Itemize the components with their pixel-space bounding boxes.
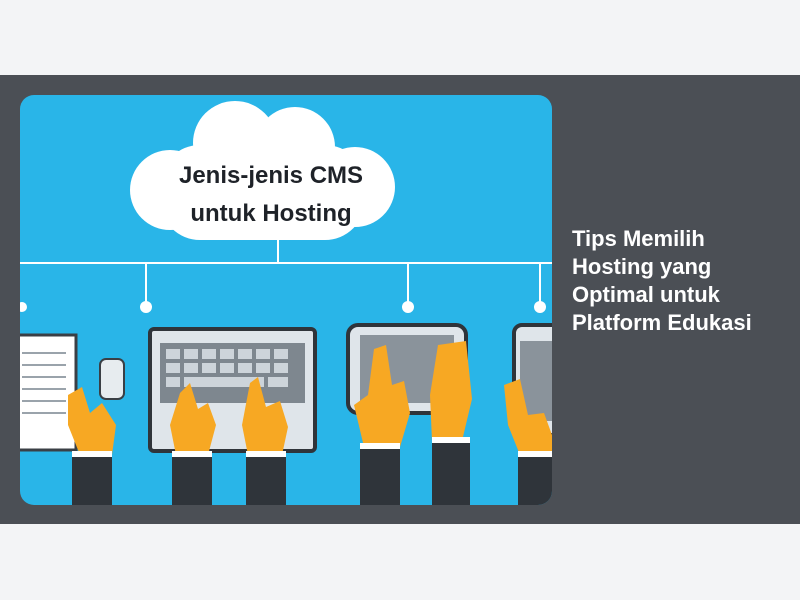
- hand-icon: [430, 341, 472, 505]
- article-thumbnail[interactable]: Jenis-jenis CMS untuk Hosting: [20, 95, 552, 505]
- hand-icon: [170, 383, 216, 505]
- hand-icon: [354, 345, 410, 505]
- hand-icon: [242, 377, 288, 505]
- cloud-icon: [130, 101, 395, 240]
- network-nodes: [20, 301, 546, 313]
- hand-icon: [504, 379, 552, 505]
- network-lines: [20, 235, 552, 303]
- document-icon: [20, 333, 125, 452]
- image-headline-line1: Jenis-jenis CMS: [179, 162, 363, 189]
- hand-icon: [68, 387, 116, 505]
- article-title[interactable]: Tips Memilih Hosting yang Optimal untuk …: [572, 226, 752, 335]
- image-headline-line2: untuk Hosting: [190, 200, 351, 227]
